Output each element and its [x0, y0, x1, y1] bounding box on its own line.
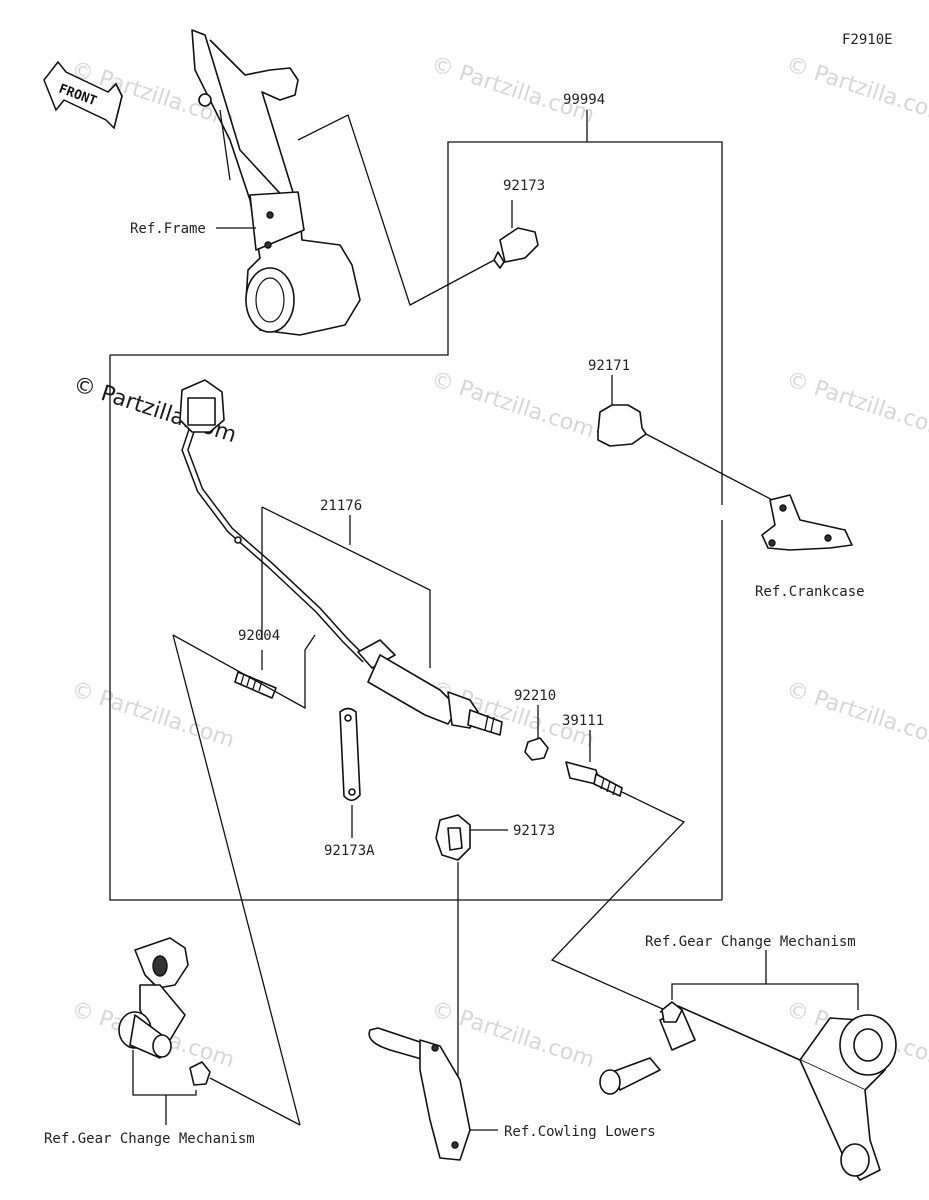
ref-crankcase-label: Ref.Crankcase: [755, 584, 865, 600]
leader-line: [297, 114, 499, 306]
crankcase-plate: [761, 494, 853, 551]
watermark: © Partzilla.com: [783, 677, 929, 753]
stud-92004: [234, 650, 277, 699]
front-arrow-icon: FRONT: [43, 60, 123, 130]
leader-line: [550, 791, 686, 1011]
kit-outline-99994: [109, 110, 723, 901]
ref-gear-change-right-label: Ref.Gear Change Mechanism: [645, 934, 856, 950]
sensor-harness-21176: [179, 379, 503, 736]
strap-92173A: [339, 707, 361, 838]
adjuster-39111: [565, 730, 623, 797]
watermark: © Partzilla.com: [428, 52, 597, 128]
diagram-code: F2910E: [842, 32, 893, 48]
ref-cowling-label: Ref.Cowling Lowers: [504, 1124, 656, 1140]
bracket-92171: [597, 375, 647, 447]
cowling-bracket: [368, 1027, 471, 1161]
ref-frame-label: Ref.Frame: [130, 221, 206, 237]
leader-line: [172, 634, 316, 710]
ref-gear-change-left-label: Ref.Gear Change Mechanism: [44, 1131, 255, 1147]
part-label-92171: 92171: [588, 358, 630, 374]
nut-92210: [524, 705, 549, 761]
watermark: © Partzilla.com: [68, 677, 237, 753]
gear-change-right: [599, 950, 897, 1181]
part-label-21176: 21176: [320, 498, 362, 514]
watermark: © Partzilla.com: [428, 997, 597, 1073]
part-label-92004: 92004: [238, 628, 280, 644]
part-label-39111: 39111: [562, 713, 604, 729]
part-label-92173A: 92173A: [324, 843, 375, 859]
part-label-99994: 99994: [563, 92, 605, 108]
watermark: © Partzilla.com: [428, 367, 597, 443]
part-label-92173-mid: 92173: [513, 823, 555, 839]
part-label-92173-top: 92173: [503, 178, 545, 194]
watermark: © Partzilla.com: [783, 367, 929, 443]
part-label-92210: 92210: [514, 688, 556, 704]
clamp-92173-top: [493, 200, 539, 269]
watermarks: © Partzilla.com © Partzilla.com © Partzi…: [68, 52, 929, 1073]
watermark: © Partzilla.com: [783, 52, 929, 128]
leader-line: [645, 433, 783, 506]
frame-part: [191, 29, 361, 336]
leader-line: [172, 634, 301, 1126]
gear-change-left: [118, 937, 301, 1126]
leader-line: [261, 506, 431, 668]
